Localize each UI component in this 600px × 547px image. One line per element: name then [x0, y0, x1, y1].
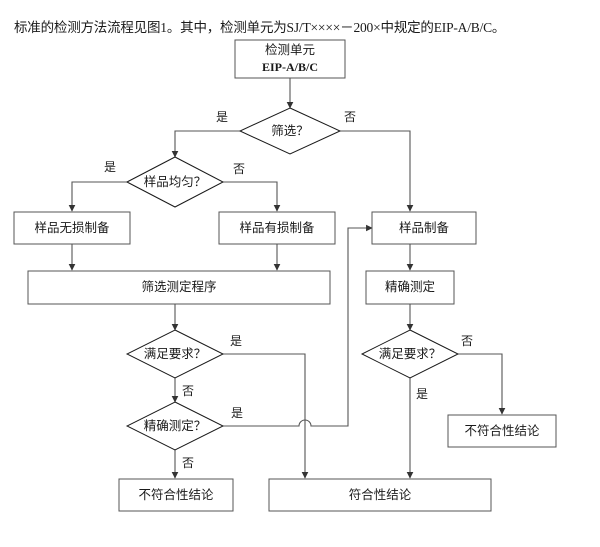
node-start-unit[interactable]: 检测单元 EIP-A/B/C [234, 39, 346, 79]
edge-uniform-yes-to-nondestructive [68, 181, 127, 212]
node-decision-screening[interactable]: 筛选？ [238, 107, 342, 155]
edge-uniform-no-to-destructive [223, 181, 281, 212]
decision-screening-label: 筛选？ [271, 123, 309, 138]
edge-precise-yes-to-prep-sample [223, 224, 373, 427]
edge-label-meets-right-yes: 是 [416, 387, 428, 401]
edge-label-meets-left-no: 否 [182, 384, 194, 398]
decision-uniform-label: 样品均匀？ [144, 174, 207, 189]
edge-screening-yes-to-uniform [171, 130, 240, 158]
edge-label-screening-yes: 是 [216, 110, 228, 124]
edge-label-precise-no: 否 [182, 456, 194, 470]
edge-label-uniform-no: 否 [233, 162, 245, 176]
start-unit-line2: EIP-A/B/C [262, 60, 318, 74]
node-screen-procedure[interactable]: 筛选测定程序 [27, 270, 331, 305]
edge-label-meets-left-yes: 是 [230, 334, 242, 348]
prep-sample-label: 样品制备 [399, 220, 450, 235]
node-decision-uniform[interactable]: 样品均匀？ [125, 156, 225, 208]
edge-screening-no-to-prep-sample [340, 130, 414, 212]
node-decision-meets-right[interactable]: 满足要求？ [360, 329, 460, 379]
node-nonconform-right[interactable]: 不符合性结论 [447, 414, 557, 448]
node-precise-measure[interactable]: 精确测定 [365, 270, 455, 305]
decision-meets-right-label: 满足要求？ [379, 347, 442, 361]
decision-meets-left-label: 满足要求？ [144, 347, 207, 361]
edge-meets-right-no-to-nonconform-right [458, 353, 506, 415]
precise-measure-label: 精确测定 [385, 279, 435, 294]
nonconform-right-label: 不符合性结论 [464, 423, 540, 438]
prep-destructive-label: 样品有损制备 [239, 220, 315, 235]
node-prep-destructive[interactable]: 样品有损制备 [218, 211, 336, 245]
start-unit-line1: 检测单元 [265, 42, 315, 57]
intro-paragraph: 标准的检测方法流程见图1。其中，检测单元为SJ/T××××－200×中规定的EI… [14, 20, 506, 35]
edge-label-precise-yes: 是 [231, 406, 243, 420]
edge-label-uniform-yes: 是 [104, 160, 116, 174]
node-prep-nondestructive[interactable]: 样品无损制备 [13, 211, 131, 245]
decision-precise-label: 精确测定？ [144, 418, 207, 433]
edge-meets-left-yes-to-conform [223, 353, 309, 479]
node-decision-precise[interactable]: 精确测定？ [125, 401, 225, 451]
nonconform-left-label: 不符合性结论 [138, 487, 214, 502]
conform-label: 符合性结论 [349, 487, 412, 502]
node-nonconform-left[interactable]: 不符合性结论 [118, 478, 234, 512]
node-conform[interactable]: 符合性结论 [268, 478, 492, 512]
edge-label-screening-no: 否 [344, 110, 356, 124]
prep-nondestructive-label: 样品无损制备 [34, 220, 110, 235]
screen-procedure-label: 筛选测定程序 [141, 279, 216, 294]
edge-label-meets-right-no: 否 [461, 334, 473, 348]
node-prep-sample[interactable]: 样品制备 [371, 211, 477, 245]
connector-layer [68, 78, 506, 479]
node-decision-meets-left[interactable]: 满足要求？ [125, 329, 225, 379]
